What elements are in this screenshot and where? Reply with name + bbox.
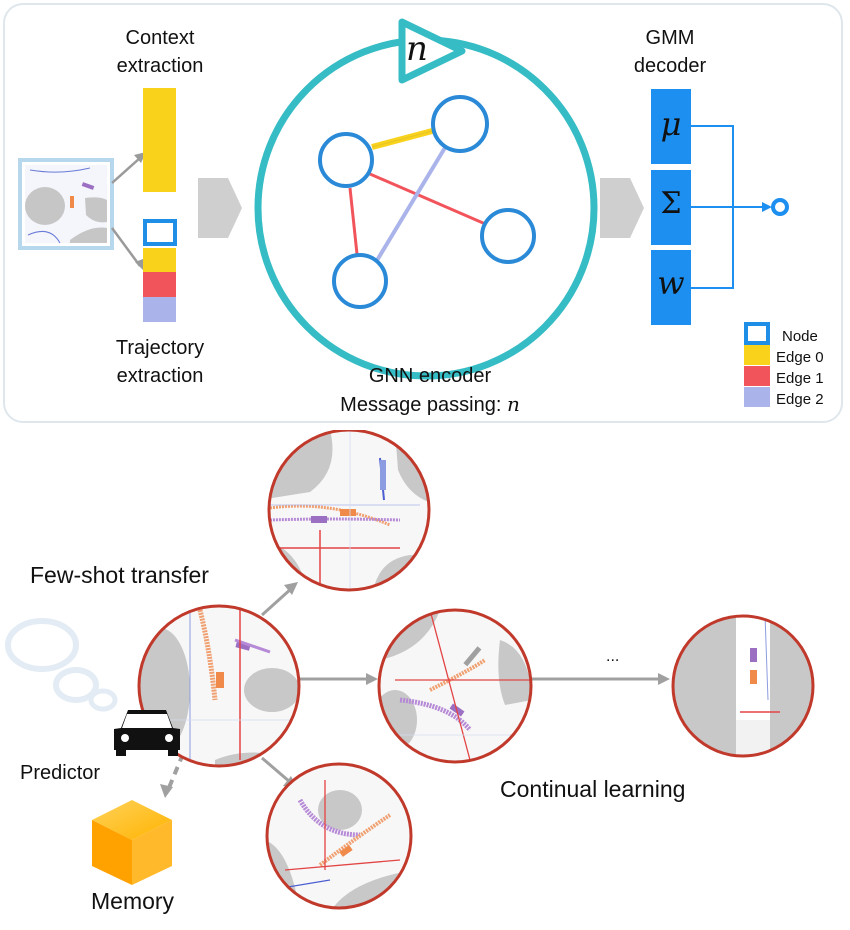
- learning-diagram: [5, 430, 815, 910]
- legend-edge2: Edge 2: [776, 391, 824, 408]
- flow-arrow-2: [600, 178, 644, 238]
- trajectory-label-line2: extraction: [116, 365, 204, 387]
- memory-cube-icon: [92, 800, 172, 885]
- few-shot-label: Few-shot transfer: [30, 562, 209, 588]
- thought-bubble-large: [5, 618, 79, 672]
- continual-learning-label: Continual learning: [500, 776, 686, 802]
- scene-circle-left: [139, 606, 299, 766]
- context-label-line2: extraction: [116, 55, 204, 77]
- gnn-encoder-label: GNN encoder: [368, 365, 492, 387]
- graph-edges: [348, 127, 491, 264]
- legend: Node Edge 0 Edge 1 Edge 2: [776, 326, 824, 410]
- map-thumbnail: [18, 158, 114, 250]
- context-label-line1: Context: [125, 27, 195, 49]
- message-passing-symbol: n: [506, 392, 520, 416]
- graph-nodes: [318, 95, 536, 309]
- memory-label: Memory: [91, 888, 175, 914]
- legend-edge1: Edge 1: [776, 370, 824, 387]
- trajectory-feature-bar: [143, 219, 177, 322]
- legend-swatches: [744, 322, 770, 407]
- flow-arrow-1: [198, 178, 242, 238]
- thought-bubble-small: [88, 688, 118, 712]
- message-passing-text: Message passing:: [340, 394, 507, 416]
- architecture-diagram: [18, 18, 789, 407]
- message-passing-label: Message passing: n: [300, 390, 560, 419]
- gmm-param-sigma: Σ: [660, 186, 682, 221]
- thought-bubble-medium: [53, 667, 99, 703]
- trajectory-label-line1: Trajectory: [115, 337, 205, 359]
- legend-node: Node: [782, 328, 818, 345]
- ellipsis-label: ...: [606, 648, 620, 665]
- scene-circle-top: [269, 430, 429, 590]
- gmm-param-w: w: [657, 264, 685, 302]
- iteration-badge: [398, 18, 466, 84]
- scene-circle-bottom: [267, 764, 411, 908]
- car-icon: [114, 710, 180, 756]
- gmm-decoder: [651, 89, 789, 325]
- architecture-panel: [3, 3, 843, 423]
- legend-edge0: Edge 0: [776, 349, 824, 366]
- gnn-encoder-circle: [254, 36, 598, 380]
- gmm-label-line1: GMM: [645, 27, 695, 49]
- context-feature-bar: [143, 88, 176, 192]
- gmm-param-mu: μ: [660, 105, 682, 143]
- iteration-symbol: n: [406, 29, 428, 69]
- memory-arrow: [166, 753, 185, 791]
- predictor-label: Predictor: [20, 762, 101, 784]
- gmm-label-line2: decoder: [633, 55, 707, 77]
- scene-circle-middle: [379, 610, 531, 762]
